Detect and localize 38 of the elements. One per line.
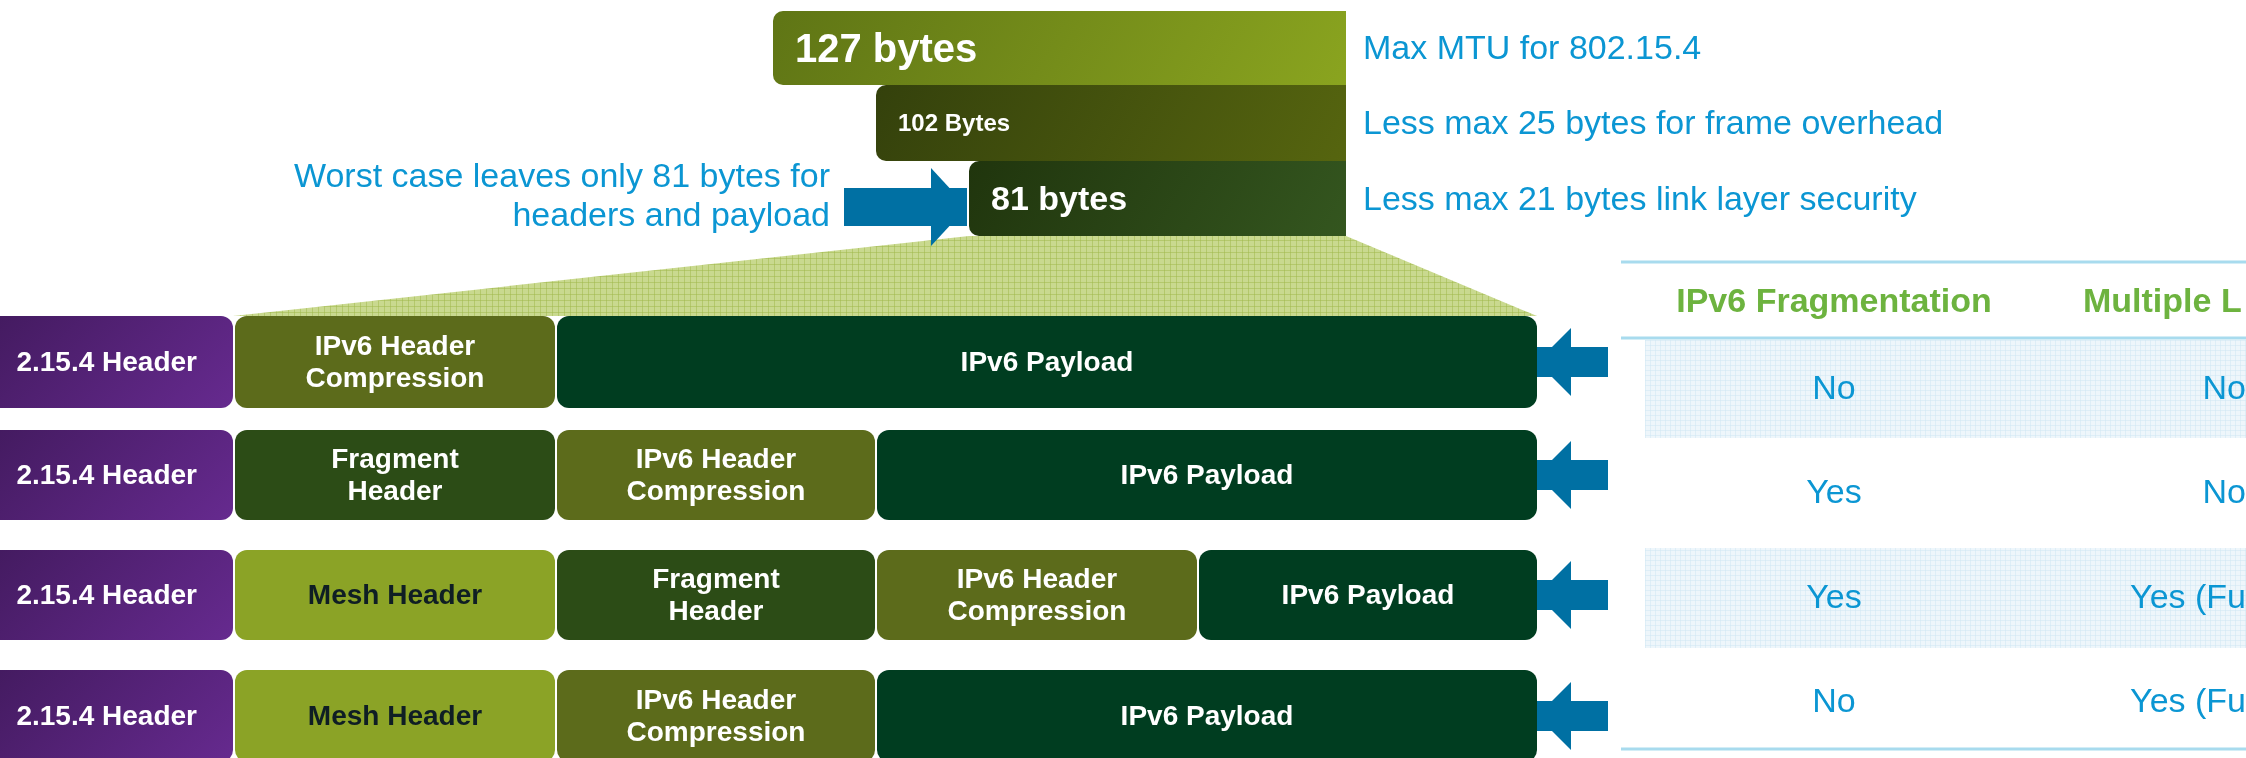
header-block: 2.15.4 Header: [0, 550, 233, 640]
column-header: IPv6 Fragmentation: [1676, 280, 1992, 320]
payload-block: IPv6 Payload: [557, 316, 1537, 408]
column-header: Multiple L: [2083, 280, 2242, 320]
header-block: IPv6 Header Compression: [235, 316, 555, 408]
side-note: Less max 25 bytes for frame overhead: [1363, 103, 1944, 142]
table-cell-text: No: [1812, 680, 1856, 720]
byte-bar: 81 bytes: [969, 161, 1346, 236]
block-arrow: [1537, 441, 1608, 509]
block-arrow: [1537, 561, 1608, 629]
side-note: Less max 21 bytes link layer security: [1363, 178, 1917, 218]
byte-bar: 127 bytes: [773, 11, 1346, 85]
header-block: IPv6 Header Compression: [877, 550, 1197, 640]
header-block: 2.15.4 Header: [0, 430, 233, 520]
table-cell-text: Yes (Fu: [2130, 576, 2246, 616]
header-block: Fragment Header: [557, 550, 875, 640]
payload-block: IPv6 Payload: [877, 430, 1537, 520]
byte-bar: 102 Bytes: [876, 85, 1346, 161]
block-arrow: [844, 168, 967, 246]
header-block: IPv6 Header Compression: [557, 670, 875, 758]
table-cell-text: Yes: [1806, 576, 1862, 616]
header-block: 2.15.4 Header: [0, 670, 233, 758]
header-block: IPv6 Payload: [1199, 550, 1537, 640]
header-block: Mesh Header: [235, 670, 555, 758]
annotation-text: Worst case leaves only 81 bytes for headers and payload: [280, 150, 830, 240]
block-arrow: [1537, 328, 1608, 396]
table-cell-text: Yes (Fu: [2130, 680, 2246, 720]
side-note: Max MTU for 802.15.4: [1363, 28, 1702, 67]
header-block: Fragment Header: [235, 430, 555, 520]
table-cell-text: No: [2202, 367, 2246, 407]
header-block: IPv6 Header Compression: [557, 430, 875, 520]
payload-block: IPv6 Payload: [877, 670, 1537, 758]
block-arrow: [1537, 682, 1608, 750]
table-cell-text: Yes: [1806, 471, 1862, 511]
header-block: Mesh Header: [235, 550, 555, 640]
table-cell-text: No: [1812, 367, 1856, 407]
table-cell-text: No: [2202, 471, 2246, 511]
header-block: 2.15.4 Header: [0, 316, 233, 408]
